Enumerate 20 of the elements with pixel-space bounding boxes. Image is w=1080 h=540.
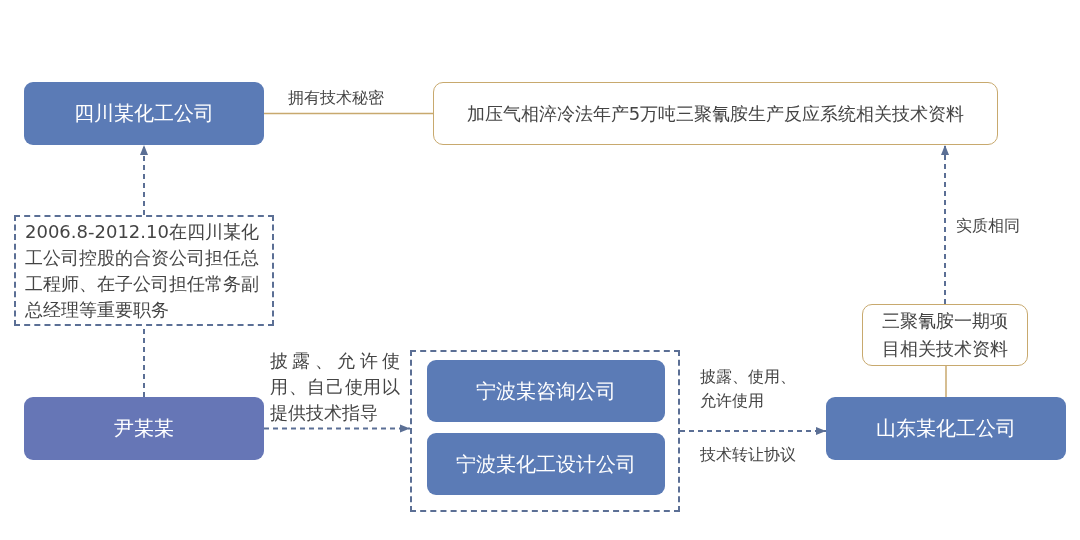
agreement-label: 技术转让协议 bbox=[700, 444, 796, 466]
edge-label: 实质相同 bbox=[956, 215, 1021, 237]
edge-label: 披露、使用、允许使用 bbox=[700, 366, 797, 412]
company-box: 宁波某化工设计公司 bbox=[427, 433, 665, 495]
edge-label: 拥有技术秘密 bbox=[288, 87, 385, 109]
company-box: 山东某化工公司 bbox=[826, 397, 1066, 460]
connector-line bbox=[263, 112, 434, 115]
dashed-arrow bbox=[941, 144, 949, 305]
dashed-arrow bbox=[140, 144, 148, 216]
person-box: 尹某某 bbox=[24, 397, 264, 460]
group-box bbox=[410, 350, 680, 512]
dashed-arrow bbox=[263, 424, 411, 433]
company-box: 宁波某咨询公司 bbox=[427, 360, 665, 422]
note-box: 2006.8-2012.10在四川某化工公司控股的合资公司担任总工程师、在子公司担任常务副总经理等重要职务 bbox=[14, 215, 274, 326]
document-box: 三聚氰胺一期项目相关技术资料 bbox=[862, 304, 1028, 366]
company-box: 四川某化工公司 bbox=[24, 82, 264, 145]
dashed-arrow bbox=[679, 427, 827, 435]
document-box: 加压气相淬冷法年产5万吨三聚氰胺生产反应系统相关技术资料 bbox=[433, 82, 998, 145]
connector-line bbox=[945, 365, 947, 398]
edge-label: 披露、允许使用、自己使用以提供技术指导 bbox=[270, 349, 400, 425]
